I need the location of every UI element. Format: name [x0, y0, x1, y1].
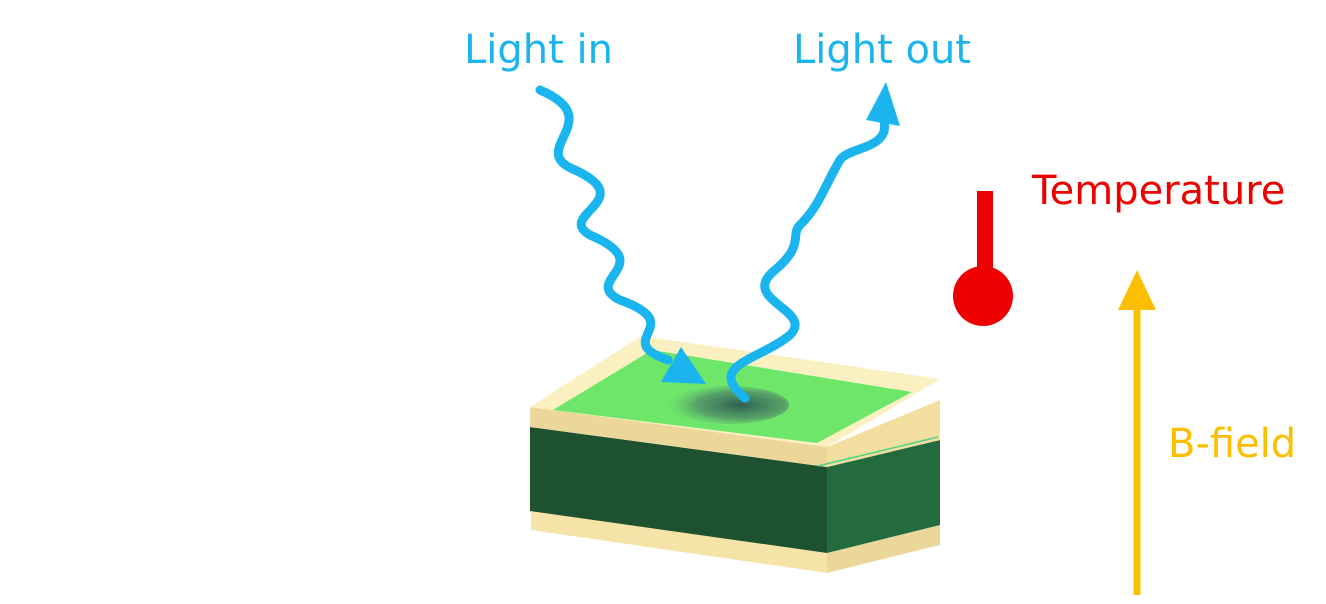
- light-in-wave: [535, 85, 706, 384]
- temperature-label: Temperature: [1032, 168, 1286, 214]
- b-field-label: B-field: [1168, 421, 1297, 467]
- substrate-bottom-front: [531, 510, 827, 573]
- arrow-up-icon: [1118, 270, 1156, 595]
- light-out-wave: [726, 82, 900, 403]
- light-in-arrowhead: [661, 347, 706, 384]
- light-spot: [667, 386, 789, 424]
- cap-side: [827, 400, 940, 467]
- light-in-label: Light in: [464, 27, 614, 73]
- light-out-label: Light out: [793, 27, 972, 73]
- sample-stack: [530, 336, 940, 573]
- thermometer-icon: [953, 191, 1013, 326]
- substrate-bottom-side: [827, 525, 940, 573]
- cap-front: [530, 407, 827, 467]
- light-out-arrowhead: [866, 82, 900, 126]
- sample-side-face: [827, 440, 940, 553]
- sample-front-face: [530, 427, 827, 553]
- green-surface-edge: [817, 436, 939, 467]
